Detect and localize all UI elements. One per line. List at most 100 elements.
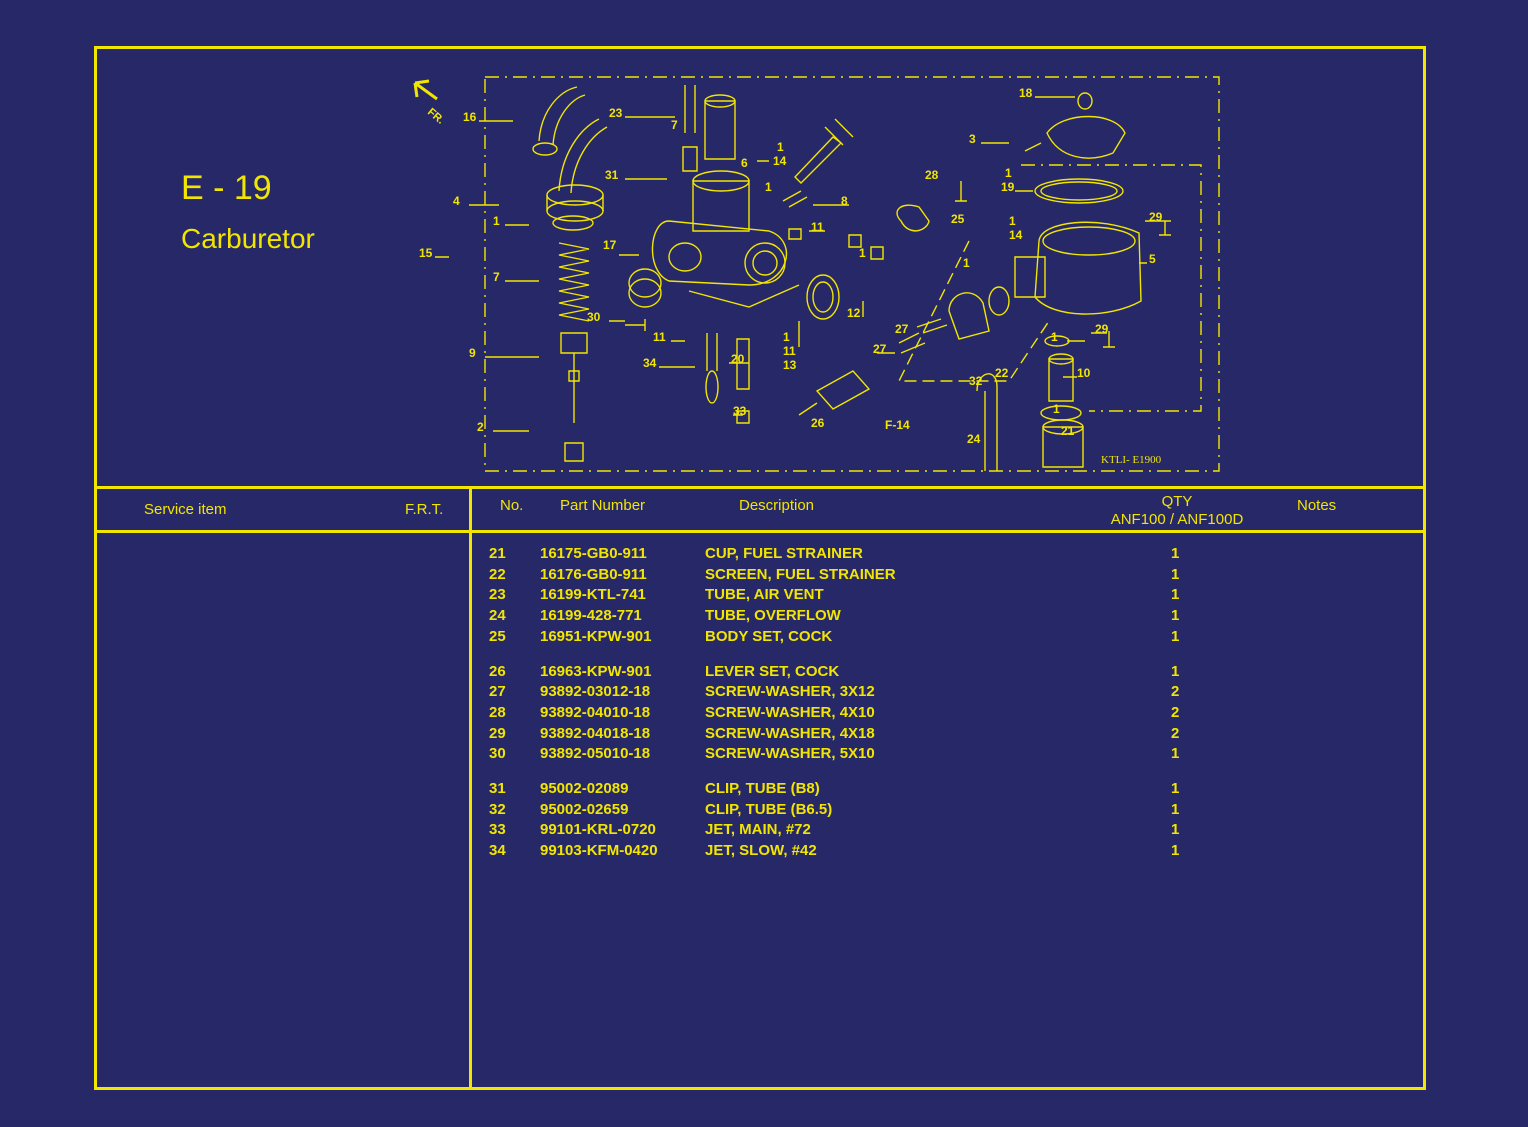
row-no: 28 (489, 703, 506, 721)
row-no: 33 (489, 821, 506, 839)
callout-1: 1 (765, 180, 772, 194)
row-part-number: 93892-03012-18 (540, 683, 651, 701)
callout-2: 2 (477, 420, 484, 434)
callout-13: 13 (783, 358, 797, 372)
row-part-number: 93892-05010-18 (540, 745, 651, 763)
row-no: 26 (489, 662, 506, 680)
callout-1: 1 (777, 140, 784, 154)
callout-25: 25 (951, 212, 965, 226)
callout-8: 8 (841, 194, 848, 208)
callout-7: 7 (493, 270, 500, 284)
callout-1: 1 (1053, 402, 1060, 416)
row-no: 23 (489, 586, 506, 604)
col-header-no: No. (500, 497, 524, 514)
row-no: 27 (489, 683, 506, 701)
column-divider (469, 486, 472, 1087)
section-code: E - 19 (181, 169, 272, 207)
callout-16: 16 (463, 110, 477, 124)
direction-label: FR. (425, 106, 446, 127)
col-header-notes: Notes (1297, 497, 1337, 514)
header-divider (97, 486, 1423, 489)
callout-F-14: F-14 (885, 418, 910, 432)
row-qty: 2 (1171, 724, 1180, 742)
row-no: 21 (489, 545, 506, 562)
callout-15: 15 (419, 246, 433, 260)
row-no: 29 (489, 724, 506, 742)
callout-6: 6 (741, 156, 748, 170)
row-part-number: 95002-02089 (540, 780, 629, 797)
callout-11: 11 (811, 220, 824, 234)
callout-1: 1 (1051, 330, 1058, 344)
callout-31: 31 (605, 168, 619, 182)
callout-17: 17 (603, 238, 617, 252)
row-qty: 1 (1171, 821, 1180, 839)
row-qty: 1 (1171, 565, 1180, 583)
row-description: TUBE, AIR VENT (705, 586, 824, 604)
col-header-description: Description (739, 497, 815, 514)
diagram-svg: FR. KTLI- E1900 164115792237311730113420… (413, 76, 1220, 472)
row-part-number: 16951-KPW-901 (540, 627, 652, 645)
section-title: Carburetor (181, 223, 315, 254)
row-description: CLIP, TUBE (B6.5) (705, 800, 833, 818)
callout-18: 18 (1019, 86, 1033, 100)
row-qty: 1 (1171, 780, 1180, 797)
row-description: SCREW-WASHER, 4X10 (705, 703, 875, 721)
row-description: LEVER SET, COCK (705, 662, 840, 680)
column-header-divider (97, 530, 1423, 533)
row-description: CUP, FUEL STRAINER (705, 545, 863, 562)
row-no: 24 (489, 607, 506, 625)
callout-5: 5 (1149, 252, 1156, 266)
callout-24: 24 (967, 432, 981, 446)
callout-1: 1 (963, 256, 970, 270)
row-no: 31 (489, 780, 506, 797)
callout-22: 22 (995, 366, 1009, 380)
col-header-part-number: Part Number (560, 497, 646, 514)
row-qty: 1 (1171, 607, 1180, 625)
callout-28: 28 (925, 168, 939, 182)
row-description: JET, SLOW, #42 (705, 842, 817, 860)
callout-14: 14 (773, 154, 787, 168)
row-qty: 1 (1171, 627, 1180, 645)
row-description: SCREW-WASHER, 5X10 (705, 745, 875, 763)
row-qty: 1 (1171, 662, 1180, 680)
qty-models: ANF100 / ANF100D (1110, 511, 1244, 528)
row-description: CLIP, TUBE (B8) (705, 780, 820, 797)
callout-27: 27 (895, 322, 909, 336)
row-part-number: 93892-04010-18 (540, 703, 651, 721)
row-qty: 2 (1171, 703, 1180, 721)
row-description: JET, MAIN, #72 (705, 821, 811, 839)
col-header-frt: F.R.T. (405, 501, 444, 518)
row-description: SCREW-WASHER, 3X12 (705, 683, 875, 701)
row-description: SCREEN, FUEL STRAINER (705, 565, 896, 583)
callout-27: 27 (873, 342, 887, 356)
row-qty: 2 (1171, 683, 1180, 701)
callout-7: 7 (671, 118, 678, 132)
callout-26: 26 (811, 416, 825, 430)
row-description: SCREW-WASHER, 4X18 (705, 724, 875, 742)
row-no: 30 (489, 745, 506, 763)
callout-33: 33 (733, 404, 747, 418)
col-header-service-item: Service item (144, 501, 227, 518)
row-part-number: 16199-428-771 (540, 607, 642, 625)
callout-1: 1 (1009, 214, 1016, 228)
row-qty: 1 (1171, 586, 1180, 604)
callout-10: 10 (1077, 366, 1091, 380)
diagram-ref-code: KTLI- E1900 (1101, 454, 1162, 466)
row-qty: 1 (1171, 545, 1180, 562)
row-part-number: 16175-GB0-911 (540, 545, 647, 562)
callout-19: 19 (1001, 180, 1015, 194)
row-qty: 1 (1171, 800, 1180, 818)
callout-1: 1 (493, 214, 500, 228)
row-part-number: 99103-KFM-0420 (540, 842, 658, 860)
row-part-number: 93892-04018-18 (540, 724, 651, 742)
callout-21: 21 (1061, 424, 1075, 438)
callout-23: 23 (609, 106, 623, 120)
row-no: 22 (489, 565, 506, 583)
callout-11: 11 (783, 344, 796, 358)
parts-page-frame: E - 19 Carburetor (94, 46, 1426, 1090)
row-no: 34 (489, 842, 506, 860)
callout-1: 1 (783, 330, 790, 344)
callout-30: 30 (587, 310, 601, 324)
callout-14: 14 (1009, 228, 1023, 242)
